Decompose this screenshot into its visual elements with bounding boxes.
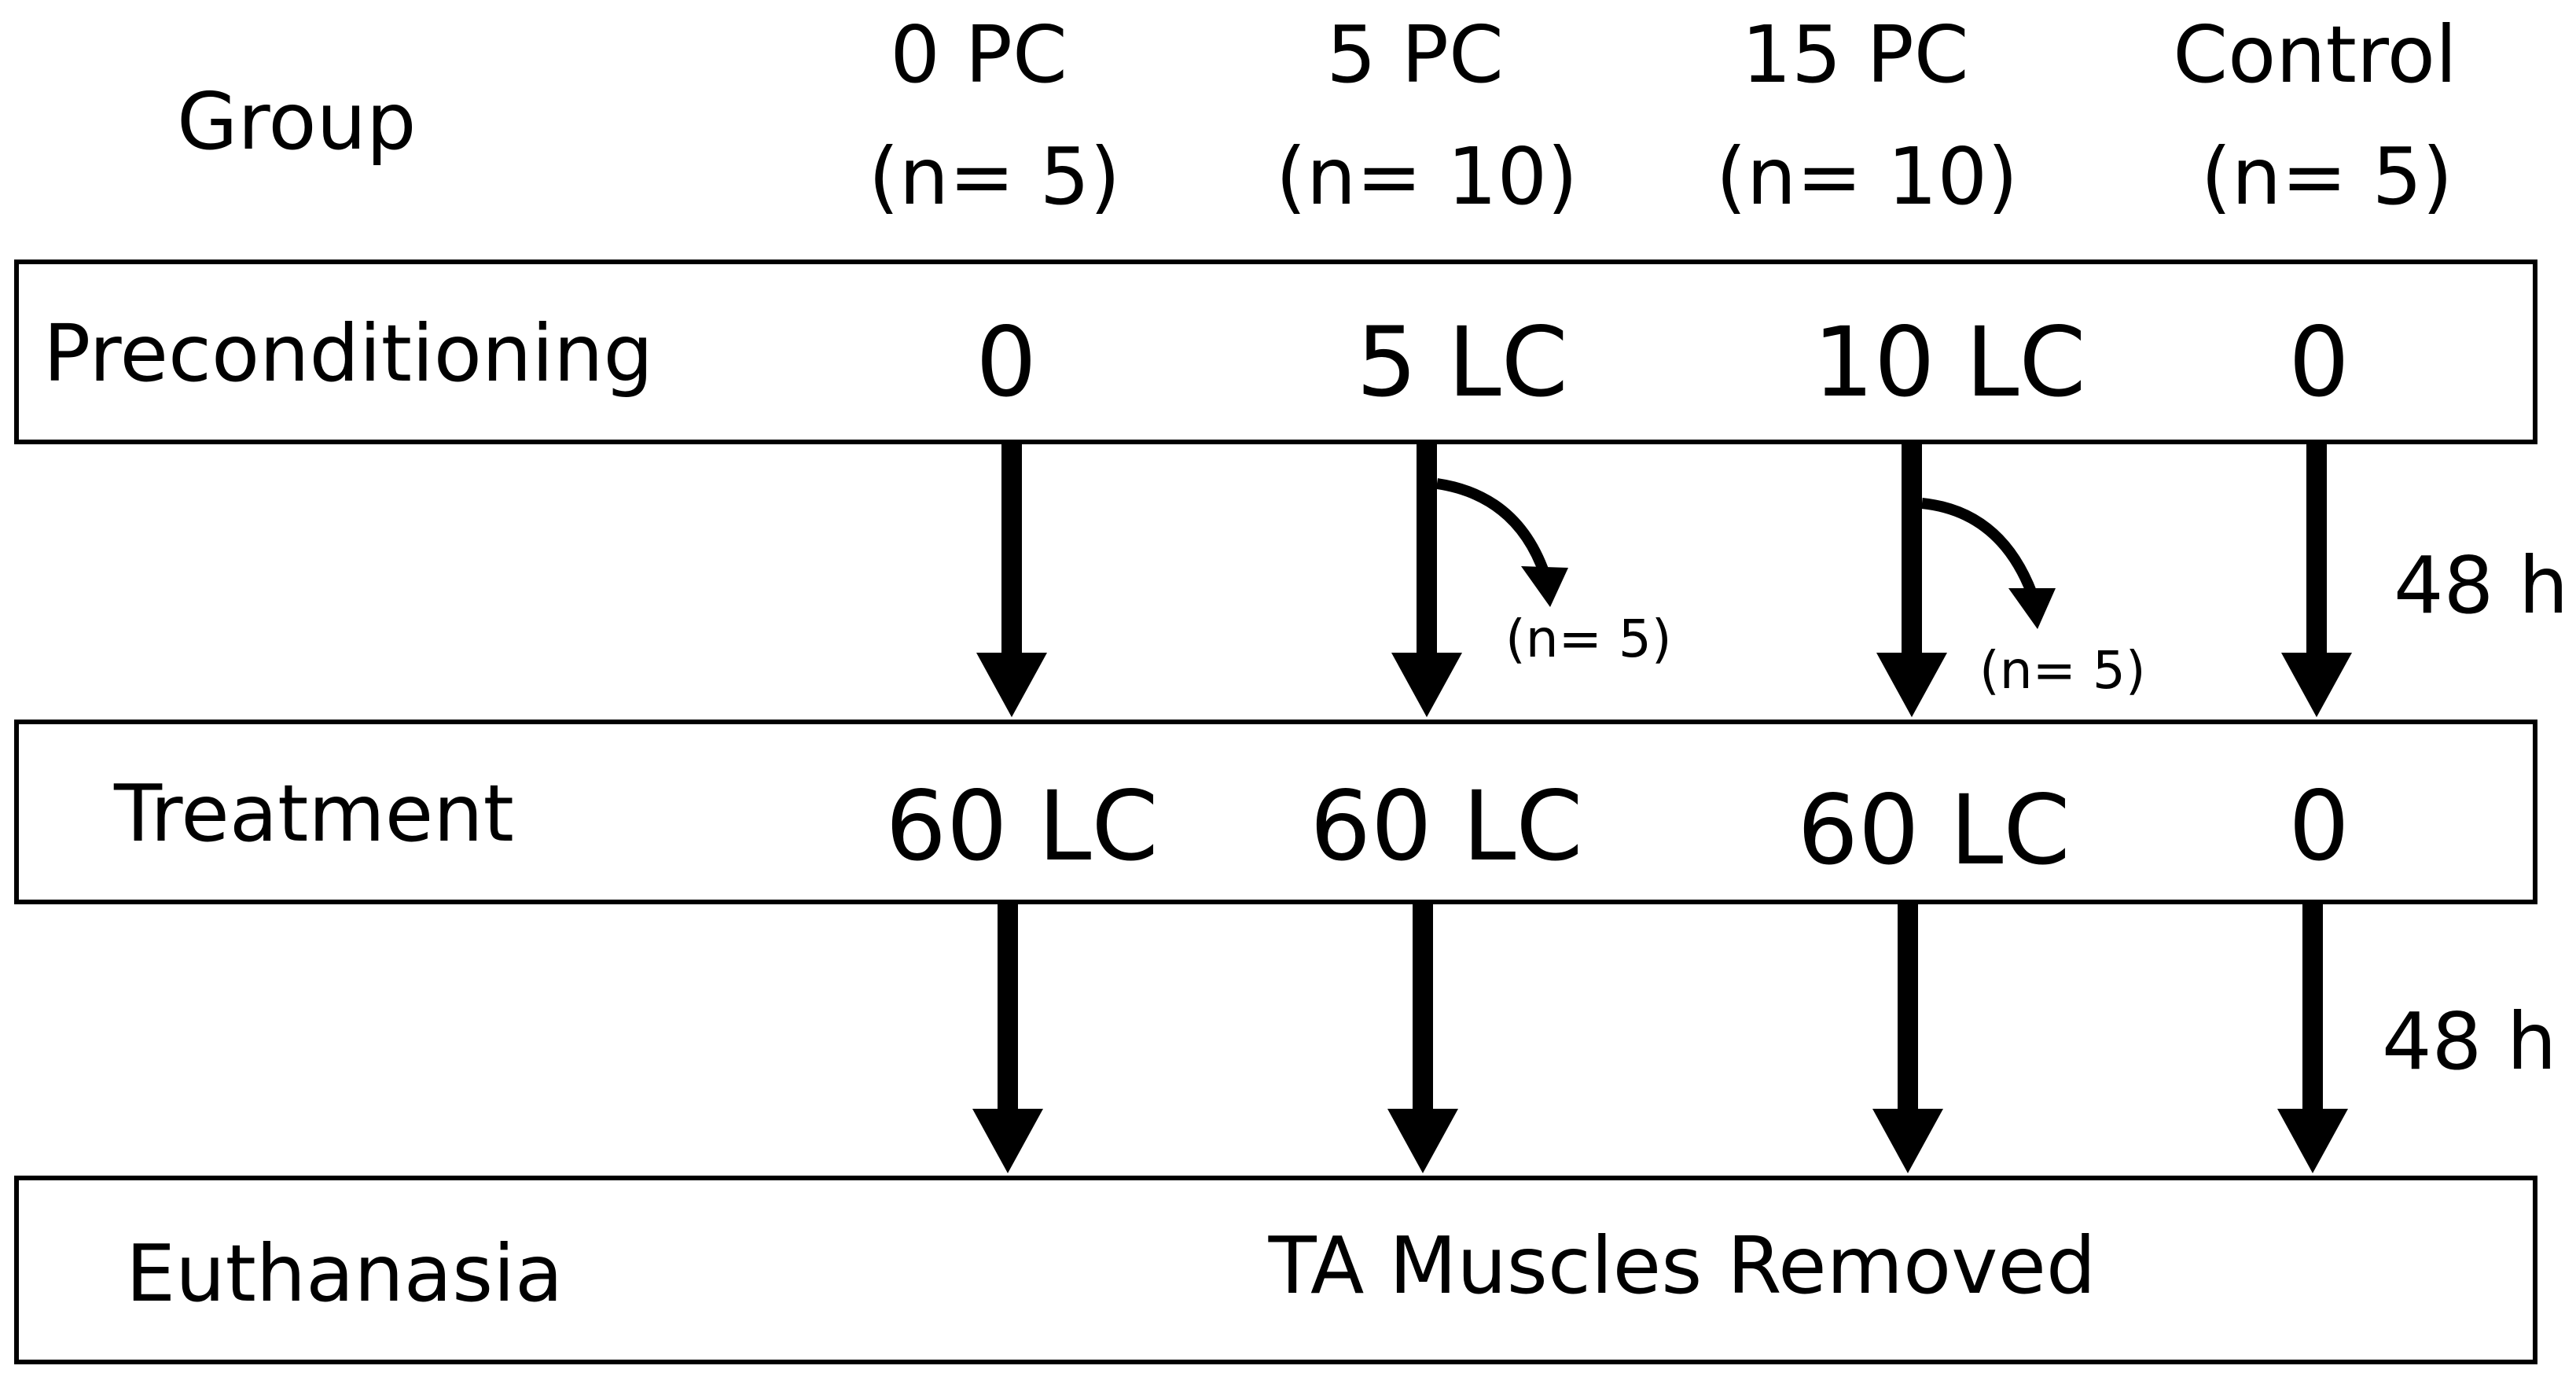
side-arrow-n-label-15pc: (n= 5) xyxy=(1979,640,2146,701)
preconditioning-value-control: 0 xyxy=(2288,307,2350,418)
down-arrow-0pc-2 xyxy=(972,904,1043,1173)
treatment-label: Treatment xyxy=(114,767,514,859)
treatment-value-5pc: 60 LC xyxy=(1310,771,1583,882)
preconditioning-value-15pc: 10 LC xyxy=(1813,307,2086,418)
euthanasia-box xyxy=(14,1176,2537,1364)
group-control-n: (n= 5) xyxy=(2200,131,2453,223)
treatment-box xyxy=(14,720,2537,904)
group-5pc-name: 5 PC xyxy=(1326,9,1504,101)
group-header-label: Group xyxy=(177,75,417,167)
down-arrow-0pc-1 xyxy=(976,444,1047,717)
euthanasia-description: TA Muscles Removed xyxy=(1268,1220,2096,1312)
preconditioning-value-5pc: 5 LC xyxy=(1356,307,1568,418)
group-0pc-n: (n= 5) xyxy=(868,131,1121,223)
curved-arrow-5pc xyxy=(1435,478,1568,607)
down-arrow-5pc-2 xyxy=(1387,904,1458,1173)
group-15pc-name: 15 PC xyxy=(1741,9,1969,101)
down-arrow-15pc-1 xyxy=(1876,444,1947,717)
interval-label-1: 48 h xyxy=(2394,539,2569,631)
group-control-name: Control xyxy=(2173,9,2457,101)
side-arrow-n-label-5pc: (n= 5) xyxy=(1505,609,1672,669)
treatment-value-15pc: 60 LC xyxy=(1797,775,2071,886)
treatment-value-control: 0 xyxy=(2288,771,2350,882)
preconditioning-box xyxy=(14,260,2537,444)
down-arrow-15pc-2 xyxy=(1872,904,1943,1173)
down-arrow-control-2 xyxy=(2277,904,2348,1173)
group-5pc-n: (n= 10) xyxy=(1275,131,1578,223)
curved-arrow-15pc xyxy=(1921,498,2056,629)
down-arrow-5pc-1 xyxy=(1391,444,1462,717)
treatment-value-0pc: 60 LC xyxy=(885,771,1159,882)
preconditioning-value-0pc: 0 xyxy=(976,307,1037,418)
interval-label-2: 48 h xyxy=(2382,996,2557,1088)
group-0pc-name: 0 PC xyxy=(890,9,1068,101)
preconditioning-label: Preconditioning xyxy=(43,307,653,399)
group-15pc-n: (n= 10) xyxy=(1715,131,2019,223)
down-arrow-control-1 xyxy=(2281,444,2352,717)
euthanasia-label: Euthanasia xyxy=(126,1228,564,1320)
